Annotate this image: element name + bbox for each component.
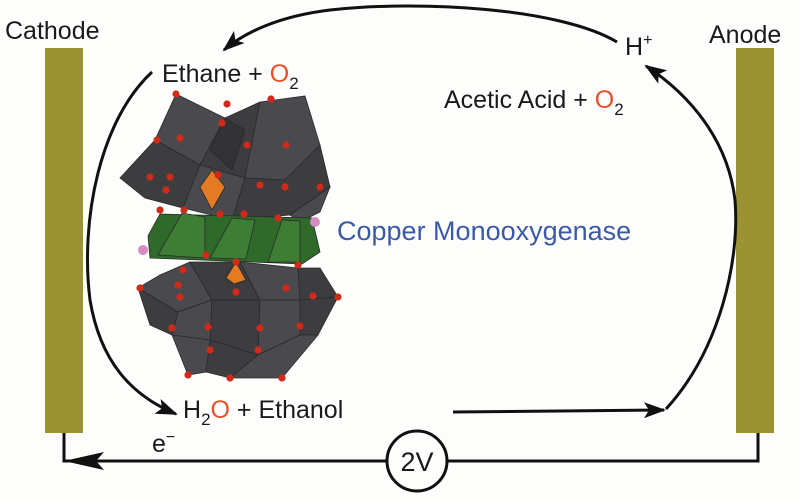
electron-flow-arrowhead xyxy=(64,452,104,470)
oxygen-atom xyxy=(174,281,182,289)
polyhedron xyxy=(171,334,211,376)
oxygen-atom xyxy=(218,119,226,127)
oxygen-atom xyxy=(206,346,214,354)
circuit-wire-left xyxy=(62,433,387,463)
orange-center xyxy=(199,169,226,211)
copper-monooxygenase-structure xyxy=(119,90,342,382)
polyhedron xyxy=(299,296,339,336)
oxygen-atom xyxy=(267,95,275,103)
cathode-electrode xyxy=(45,48,83,433)
proton-transfer-arrow xyxy=(222,4,618,52)
oxygen-atom xyxy=(202,251,210,259)
reduction-arc-arrow xyxy=(86,70,178,416)
proton-label: H+ xyxy=(625,32,652,61)
oxygen-atom xyxy=(176,293,184,301)
oxygen-atom xyxy=(274,214,282,222)
electron-label: e− xyxy=(152,429,175,458)
oxygen-atom xyxy=(232,288,240,296)
oxygen-atom xyxy=(166,173,174,181)
polyhedron xyxy=(297,267,339,301)
oxygen-atom xyxy=(256,181,264,189)
anode-label: Anode xyxy=(709,21,781,49)
oxygen-atom xyxy=(316,183,324,191)
voltage-label: 2V xyxy=(400,447,433,477)
circuit-wire-right xyxy=(447,433,760,463)
oxygen-atom xyxy=(223,100,231,108)
polyhedron xyxy=(209,117,246,171)
anode-electrode xyxy=(736,48,774,433)
ethanol-to-anode-arrow xyxy=(452,402,666,419)
oxygen-atom xyxy=(226,374,234,382)
oxygen-atom xyxy=(162,186,170,194)
oxygen-atom xyxy=(256,324,264,332)
oxygen-atom xyxy=(294,261,302,269)
oxygen-atom xyxy=(240,210,248,218)
ethane-o2-label: Ethane + O2 xyxy=(162,60,299,93)
oxygen-atom xyxy=(216,210,224,218)
oxygen-atom xyxy=(204,323,212,331)
copper-band-facet xyxy=(267,219,301,263)
oxygen-atom xyxy=(282,284,290,292)
oxygen-atom xyxy=(172,90,180,98)
oxygen-atom xyxy=(156,206,164,214)
oxygen-atom xyxy=(180,206,188,214)
oxidation-arc-arrow xyxy=(644,64,738,411)
oxygen-atom xyxy=(232,258,240,266)
pink-atom xyxy=(310,217,320,227)
pink-atom xyxy=(138,245,148,255)
oxygen-atom xyxy=(146,173,154,181)
oxygen-atom xyxy=(254,346,262,354)
oxygen-atom xyxy=(282,141,290,149)
oxygen-atom xyxy=(168,324,176,332)
acetic-acid-o2-label: Acetic Acid + O2 xyxy=(444,86,624,119)
orange-center xyxy=(225,261,247,285)
oxygen-atom xyxy=(176,134,184,142)
oxygen-atom xyxy=(184,371,192,379)
catalyst-label: Copper Monooxygenase xyxy=(337,216,631,246)
copper-band-facet xyxy=(209,217,256,260)
cathode-label: Cathode xyxy=(5,17,100,45)
oxygen-atom xyxy=(153,136,161,144)
oxygen-atom xyxy=(309,292,317,300)
oxygen-atom xyxy=(278,374,286,382)
water-ethanol-label: H2O + Ethanol xyxy=(183,396,343,429)
voltage-source xyxy=(385,429,449,493)
polyhedron xyxy=(228,334,319,379)
oxygen-atom xyxy=(243,141,251,149)
oxygen-atom xyxy=(136,284,144,292)
oxygen-atom xyxy=(296,322,304,330)
oxygen-atom xyxy=(179,266,187,274)
oxygen-atom xyxy=(214,171,222,179)
oxygen-atom xyxy=(281,183,289,191)
polyhedron xyxy=(119,139,201,209)
oxygen-atom xyxy=(334,293,342,301)
